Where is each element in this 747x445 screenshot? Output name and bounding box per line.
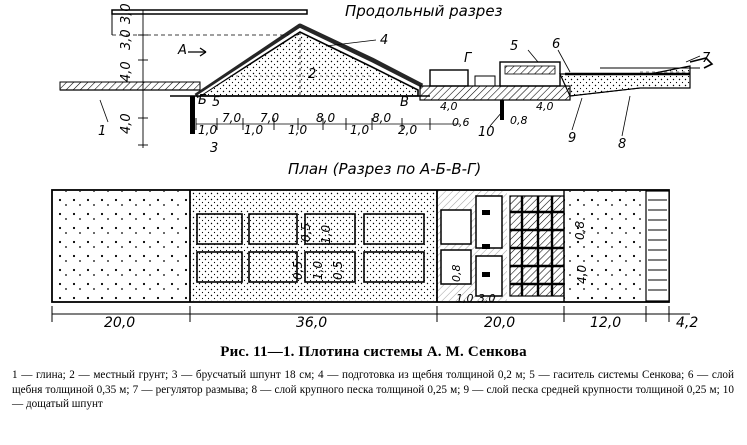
plan-regulator — [645, 190, 670, 302]
slope-dim: 7,0 — [222, 111, 241, 125]
plan-title: План (Разрез по А-Б-В-Г) — [288, 160, 482, 178]
plan-dam-zone — [190, 191, 437, 301]
part-label-2: 2 — [308, 67, 316, 82]
upstream-water — [111, 9, 308, 15]
part-label-8: 8 — [618, 137, 626, 152]
point-label-b: Б — [198, 93, 207, 108]
slope-dim: 1,0 — [198, 123, 217, 137]
plan-view — [51, 189, 690, 322]
plan-total-dim: 20,0 — [484, 315, 515, 331]
level-label: 4,0 — [119, 61, 134, 82]
part-label-9: 9 — [568, 131, 576, 146]
figure-caption: Рис. 11—1. Плотина системы А. М. Сенкова — [220, 344, 527, 360]
plan-dim: 0,8 — [450, 265, 463, 283]
plan-total-dim: 36,0 — [296, 315, 327, 331]
plank-sheet-pile — [500, 100, 504, 120]
plan-dim: 0,5 — [299, 223, 313, 242]
plan-dim: 1,0 — [456, 292, 474, 305]
slope-dim: 1,0 — [350, 123, 369, 137]
point-label-a: А — [177, 43, 187, 58]
part-label-3: 3 — [210, 141, 218, 156]
plan-dim: 1,0 — [311, 261, 325, 280]
part-label-5: 5 — [212, 95, 220, 110]
plan-downstream-zone — [564, 191, 646, 301]
part-label-1: 1 — [98, 124, 106, 139]
point-label-g: Г — [464, 51, 473, 66]
part-label-4: 4 — [380, 33, 388, 48]
level-label: 4,0 — [119, 113, 134, 134]
section-title: Продольный разрез — [345, 2, 503, 20]
slope-dim: 1,0 — [288, 123, 307, 137]
figure-legend: 1 — глина; 2 — местный грунт; 3 — брусча… — [12, 369, 734, 410]
part-label-10: 10 — [478, 125, 495, 140]
slope-dim: 8,0 — [372, 111, 391, 125]
part-label-5: 5 — [510, 39, 518, 54]
small-dim: 4,0 — [440, 100, 458, 113]
plan-dim: 0,8 — [573, 221, 587, 240]
point-label-v: В — [400, 95, 409, 110]
level-label: 3,0 — [119, 3, 134, 24]
plan-dim: 0,5 — [331, 261, 345, 280]
timber-sheet-pile — [190, 96, 195, 134]
plan-upstream-zone — [53, 191, 187, 301]
level-label: 3,0 — [119, 29, 134, 50]
part-label-6: 6 — [552, 37, 560, 52]
part-label-7: 7 — [702, 51, 711, 66]
small-dim: 4,0 — [536, 100, 554, 113]
plan-total-dim: 12,0 — [590, 315, 621, 331]
plan-dim: 3,0 — [478, 292, 496, 305]
energy-dissipator — [419, 85, 571, 101]
slope-dim: 1,0 — [244, 123, 263, 137]
slope-dim: 8,0 — [316, 111, 335, 125]
longitudinal-section — [59, 9, 714, 148]
slope-dim: 2,0 — [398, 123, 417, 137]
plan-total-dim: 4,2 — [676, 315, 698, 331]
slope-dim: 7,0 — [260, 111, 279, 125]
plan-dim: 0,5 — [291, 261, 305, 280]
downstream-apron — [559, 65, 691, 97]
clay-blanket — [59, 81, 201, 91]
gravel-layer — [194, 23, 424, 99]
scour-regulator — [689, 57, 714, 69]
small-dim: 0,6 — [452, 116, 470, 129]
plan-dim: 4,0 — [575, 265, 589, 284]
plan-total-dim: 20,0 — [104, 315, 135, 331]
plan-dim: 1,0 — [319, 225, 333, 244]
small-dim: 0,8 — [510, 114, 528, 127]
